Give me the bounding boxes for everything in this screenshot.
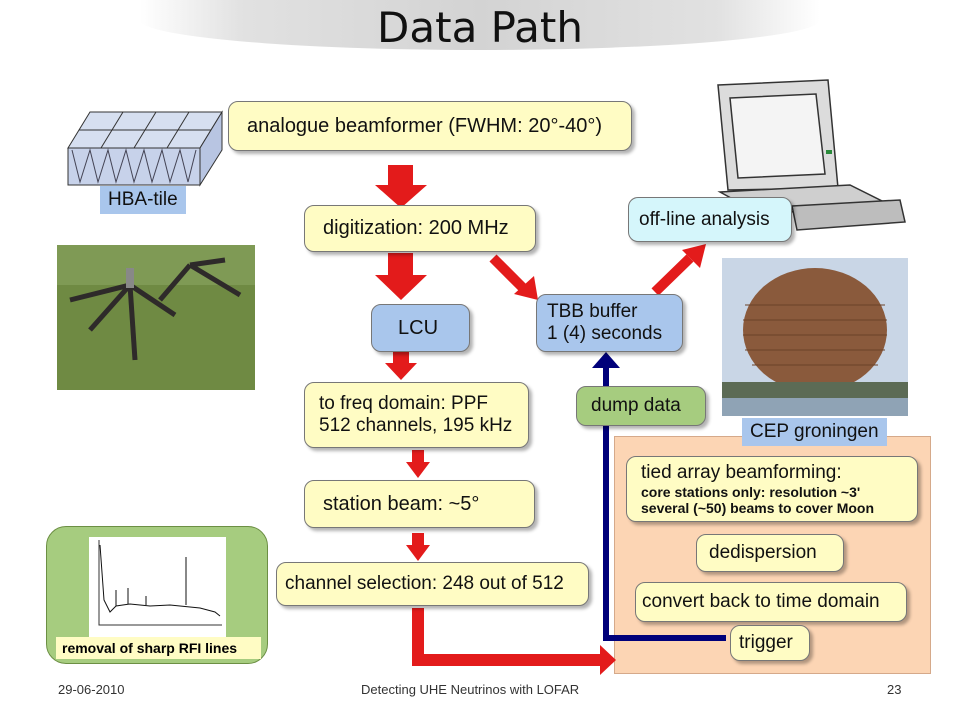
red-down-arrow-2 — [388, 253, 413, 275]
cep-groningen-label: CEP groningen — [742, 418, 887, 446]
analogue-beamformer-box: analogue beamformer (FWHM: 20°-40°) — [228, 101, 632, 151]
red-down-arrow-1-head — [375, 185, 427, 208]
rfi-label: removal of sharp RFI lines — [56, 637, 261, 659]
page-title: Data Path — [377, 3, 583, 52]
tbb-line1: TBB buffer — [547, 301, 638, 322]
rfi-spectrum-plot — [89, 537, 226, 637]
red-down-arrow-4-head — [406, 462, 430, 478]
lcu-box: LCU — [371, 304, 470, 352]
dump-data-box: dump data — [576, 386, 706, 426]
footer-date: 29-06-2010 — [58, 682, 125, 697]
red-down-arrow-2-head — [375, 275, 427, 300]
digitization-box: digitization: 200 MHz — [304, 205, 536, 252]
red-bent-arrow-head — [600, 645, 616, 675]
tied-array-line3: several (~50) beams to cover Moon — [641, 500, 875, 516]
tbb-line2: 1 (4) seconds — [547, 323, 663, 344]
red-diag-arrow-offline-head — [682, 244, 706, 268]
title-background — [140, 0, 820, 50]
red-down-arrow-1 — [388, 165, 413, 185]
red-down-arrow-4 — [412, 450, 424, 462]
cep-building-photo — [722, 258, 908, 416]
footer-title: Detecting UHE Neutrinos with LOFAR — [361, 682, 580, 697]
blue-trigger-arrow — [603, 365, 726, 641]
red-diag-arrow-offline — [651, 254, 694, 296]
tied-array-line1: tied array beamforming: — [641, 462, 842, 483]
tbb-buffer-box: TBB buffer 1 (4) seconds — [536, 294, 683, 352]
channel-selection-box: channel selection: 248 out of 512 — [276, 562, 589, 606]
station-beam-box: station beam: ~5° — [304, 480, 535, 528]
red-down-arrow-5 — [412, 533, 424, 545]
computer-drawing — [717, 79, 906, 231]
red-diag-arrow-tbb — [489, 254, 528, 293]
red-down-arrow-5-head — [406, 545, 430, 561]
red-diag-arrow-tbb-head — [514, 276, 538, 300]
tied-array-box: tied array beamforming: core stations on… — [626, 456, 918, 522]
hba-tile-label: HBA-tile — [100, 186, 186, 214]
red-down-arrow-3 — [393, 352, 409, 363]
tied-array-line2: core stations only: resolution ~3' — [641, 484, 861, 500]
blue-trigger-arrow-head — [592, 352, 620, 368]
freq-domain-line1: to freq domain: PPF — [319, 393, 488, 414]
footer-page-number: 23 — [887, 682, 902, 697]
convert-time-box: convert back to time domain — [635, 582, 907, 622]
trigger-box: trigger — [730, 625, 810, 661]
offline-analysis-box: off-line analysis — [628, 197, 792, 242]
freq-domain-box: to freq domain: PPF 512 channels, 195 kH… — [304, 382, 529, 448]
antenna-photo — [57, 245, 255, 390]
red-bent-arrow — [412, 608, 602, 666]
red-down-arrow-3-head — [385, 363, 417, 380]
hba-tile-drawing — [67, 110, 223, 187]
dedispersion-box: dedispersion — [696, 534, 844, 572]
freq-domain-line2: 512 channels, 195 kHz — [319, 415, 513, 436]
